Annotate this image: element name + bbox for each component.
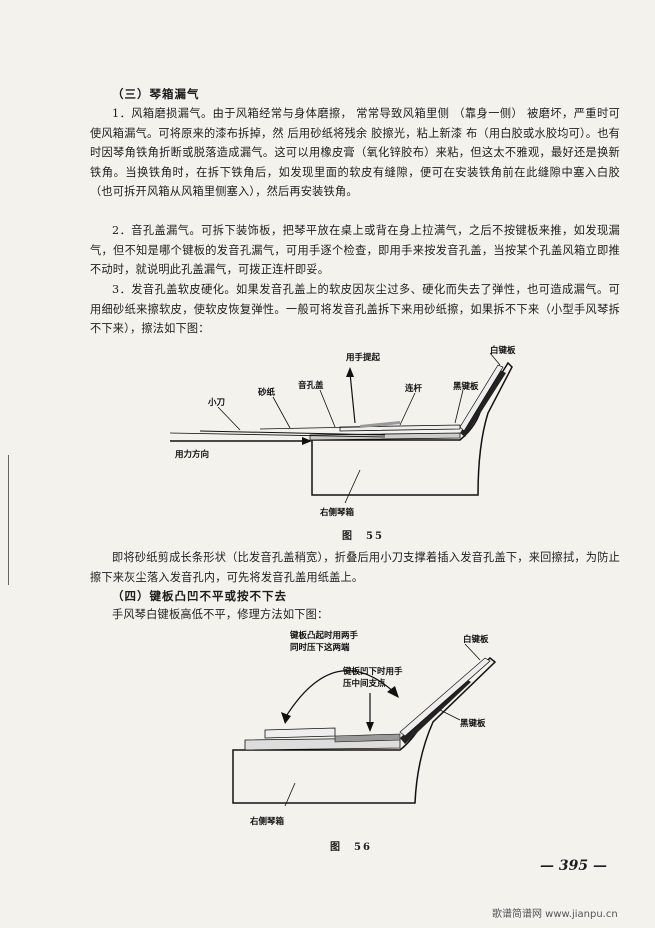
white-key-strip xyxy=(399,657,491,737)
label-raised-note-line1: 键板凸起时用两手 xyxy=(289,630,359,641)
label-white-key: 白键板 xyxy=(463,634,489,645)
hole-cover-shape xyxy=(360,421,400,428)
section-heading-4: （四）键板凸凹不平或按不下去 xyxy=(112,589,287,603)
paragraph-hole-cover-leak: 2．音孔盖漏气。可拆下装饰板，把琴平放在桌上或背在身上拉满气，之后不按键板来推，… xyxy=(90,224,620,276)
key-plate-3 xyxy=(334,733,401,743)
press-arrow-head xyxy=(366,722,374,732)
label-black-key: 黑键板 xyxy=(460,718,486,729)
paragraph-bellows-leak: 1．风箱磨损漏气。由于风箱经常与身体磨擦， 常常导致风箱里侧 （靠身一侧） 被磨… xyxy=(90,107,620,198)
figure-56-diagram: 键板凸起时用两手 同时压下这两端 白键板 键板凹下时用手 压中间支点 黑键板 右… xyxy=(232,630,497,827)
curved-arrow-head-left xyxy=(281,712,291,724)
figure-56-caption: 图 56 xyxy=(330,842,372,853)
knife-line xyxy=(199,430,386,436)
black-key-strip xyxy=(400,678,471,744)
label-rod: 连杆 xyxy=(405,383,423,394)
page-number: — 395 — xyxy=(540,858,607,874)
figure-55-caption: 图 55 xyxy=(342,531,384,542)
force-arrow-head xyxy=(302,437,312,445)
label-knife: 小刀 xyxy=(207,397,225,408)
figure-55-diagram: 用手提起 白键板 音孔盖 砂纸 连杆 黑键板 小刀 用力方向 右侧琴箱 xyxy=(169,345,516,518)
label-sunken-note-line2: 压中间支点 xyxy=(343,678,386,689)
curved-arrow xyxy=(284,670,396,719)
key-plate-2 xyxy=(339,424,461,432)
label-right-case: 右侧琴箱 xyxy=(249,816,285,827)
curved-arrow-head-right xyxy=(387,686,399,698)
label-sound-hole-cover: 音孔盖 xyxy=(298,380,324,391)
label-black-key: 黑键板 xyxy=(453,381,479,392)
case-outline xyxy=(311,361,513,496)
key-plate-2 xyxy=(264,727,336,739)
paragraph-uneven-keys: 手风琴白键板高低不平，修理方法如下图： xyxy=(112,608,329,621)
label-force-direction: 用力方向 xyxy=(174,449,209,460)
section-heading-3: （三）琴箱漏气 xyxy=(112,87,200,101)
sandpaper-line xyxy=(259,426,361,430)
margin-scan-mark xyxy=(8,455,9,585)
label-raised-note-line2: 同时压下这两端 xyxy=(290,642,350,653)
paragraph-cleaning-method: 即将砂纸剪成长条形状（比发音孔盖稍宽），折叠后用小刀支撑着插入发音孔盖下，来回擦… xyxy=(90,551,620,584)
white-key-strip xyxy=(459,364,504,432)
site-watermark: 歌谱简谱网 www.jianpu.cn xyxy=(492,909,618,920)
label-hand-lift: 用手提起 xyxy=(345,352,381,363)
knife-line-2 xyxy=(169,432,386,438)
lift-arrow-head xyxy=(346,367,354,377)
label-white-key: 白键板 xyxy=(490,345,516,356)
label-right-case: 右侧琴箱 xyxy=(319,507,355,518)
label-sandpaper: 砂纸 xyxy=(257,387,276,398)
black-key-strip xyxy=(460,370,506,437)
case-outline xyxy=(232,657,497,804)
paragraph-leather-hardening: 3．发音孔盖软皮硬化。如果发音孔盖上的软皮因灰尘过多、硬化而失去了弹性，也可造成… xyxy=(90,283,620,335)
label-sunken-note-line1: 键板凹下时用手 xyxy=(342,666,403,677)
